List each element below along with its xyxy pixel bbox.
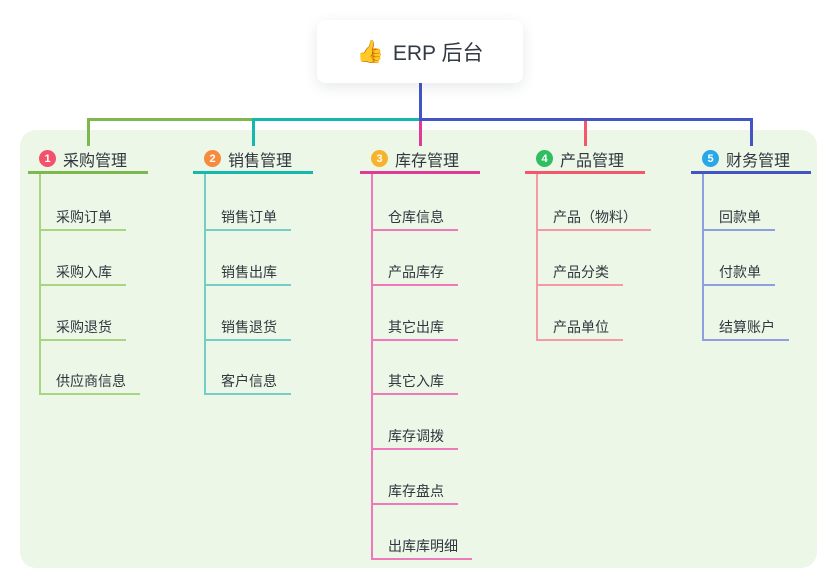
- branch-label: 财务管理: [726, 152, 791, 170]
- branch-header-sales[interactable]: 2 销售管理: [193, 146, 313, 174]
- branch-label: 采购管理: [63, 152, 128, 170]
- branch-label: 销售管理: [228, 152, 293, 170]
- branch-label: 产品管理: [560, 152, 625, 170]
- node-supplier-info[interactable]: 供应商信息: [39, 370, 140, 395]
- node-sales-return[interactable]: 销售退货: [204, 316, 291, 341]
- node-warehouse-info[interactable]: 仓库信息: [371, 206, 458, 231]
- connector-horizontal-teal: [251, 118, 422, 121]
- connector-drop-purchase: [86, 118, 90, 146]
- node-sales-outbound[interactable]: 销售出库: [204, 261, 291, 286]
- branch-trunk-line: [371, 174, 373, 560]
- connector-drop-inventory: [418, 121, 422, 146]
- branch-header-inventory[interactable]: 3 库存管理: [360, 146, 480, 174]
- branch-sales: 2 销售管理 销售订单 销售出库 销售退货 客户信息: [193, 146, 313, 395]
- thumbs-up-icon: 👍: [356, 38, 384, 64]
- branch-purchase: 1 采购管理 采购订单 采购入库 采购退货 供应商信息: [28, 146, 148, 395]
- connector-drop-product: [583, 121, 587, 146]
- root-node[interactable]: 👍 ERP 后台: [317, 20, 523, 83]
- node-stock-transfer[interactable]: 库存调拨: [371, 425, 458, 450]
- badge-3: 3: [371, 150, 388, 167]
- background-panel: [20, 130, 817, 568]
- node-other-inbound[interactable]: 其它入库: [371, 370, 458, 395]
- root-label: ERP 后台: [392, 41, 484, 65]
- node-purchase-order[interactable]: 采购订单: [39, 206, 126, 231]
- connector-root-drop: [418, 83, 422, 118]
- node-stock-count[interactable]: 库存盘点: [371, 480, 458, 505]
- badge-5: 5: [702, 150, 719, 167]
- node-settlement-account[interactable]: 结算账户: [702, 316, 789, 341]
- branch-product: 4 产品管理 产品（物料） 产品分类 产品单位: [525, 146, 651, 341]
- connector-drop-sales: [251, 118, 255, 146]
- node-other-outbound[interactable]: 其它出库: [371, 316, 458, 341]
- branch-finance: 5 财务管理 回款单 付款单 结算账户: [691, 146, 811, 341]
- node-product-material[interactable]: 产品（物料）: [536, 206, 651, 231]
- branch-trunk-line: [536, 174, 538, 341]
- node-purchase-inbound[interactable]: 采购入库: [39, 261, 126, 286]
- node-product-category[interactable]: 产品分类: [536, 261, 623, 286]
- branch-header-finance[interactable]: 5 财务管理: [691, 146, 811, 174]
- branch-header-purchase[interactable]: 1 采购管理: [28, 146, 148, 174]
- node-stock-detail[interactable]: 出库库明细: [371, 535, 472, 560]
- connector-horizontal-green: [86, 118, 254, 121]
- node-purchase-return[interactable]: 采购退货: [39, 316, 126, 341]
- connector-drop-finance: [749, 118, 753, 146]
- node-receipt-bill[interactable]: 回款单: [702, 206, 775, 231]
- connector-horizontal-indigo: [418, 118, 753, 121]
- badge-1: 1: [39, 150, 56, 167]
- node-customer-info[interactable]: 客户信息: [204, 370, 291, 395]
- branch-trunk-line: [702, 174, 704, 341]
- node-product-unit[interactable]: 产品单位: [536, 316, 623, 341]
- node-payment-bill[interactable]: 付款单: [702, 261, 775, 286]
- node-product-stock[interactable]: 产品库存: [371, 261, 458, 286]
- node-sales-order[interactable]: 销售订单: [204, 206, 291, 231]
- branch-label: 库存管理: [395, 152, 460, 170]
- badge-4: 4: [536, 150, 553, 167]
- branch-header-product[interactable]: 4 产品管理: [525, 146, 645, 174]
- branch-inventory: 3 库存管理 仓库信息 产品库存 其它出库 其它入库 库存调拨 库存盘点 出库库…: [360, 146, 480, 560]
- badge-2: 2: [204, 150, 221, 167]
